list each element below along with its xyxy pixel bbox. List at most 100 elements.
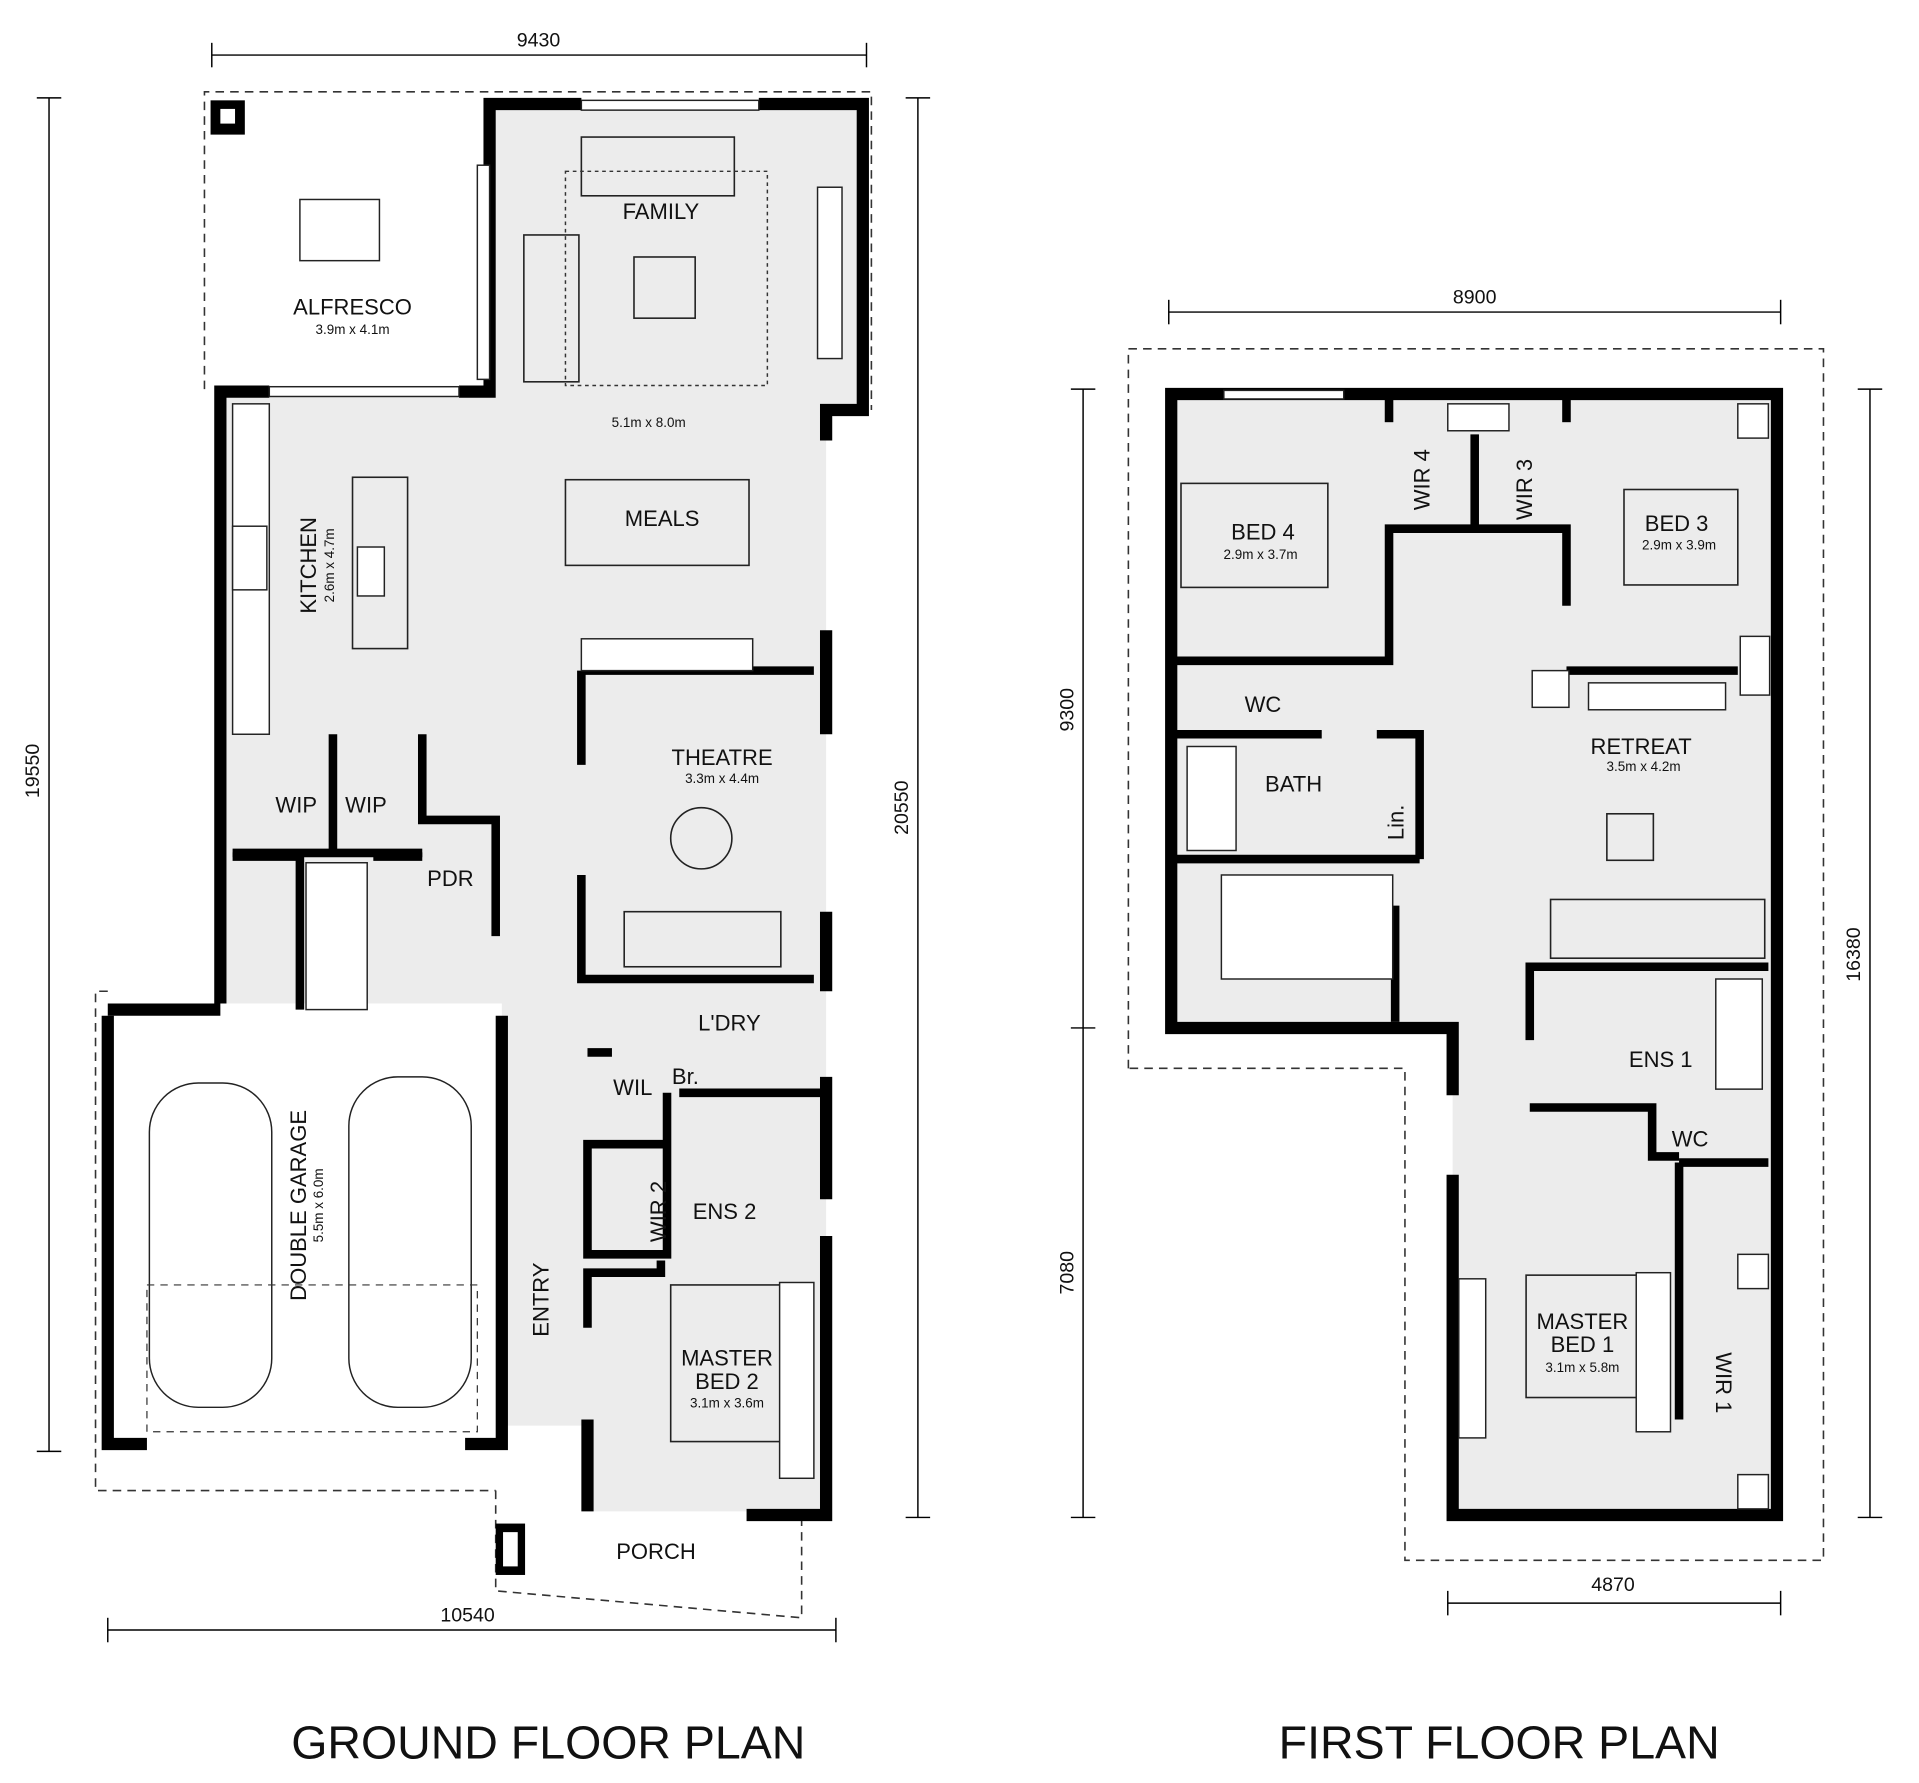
wall <box>583 1092 672 1259</box>
roof-outline <box>1127 347 1825 1562</box>
sliding-door <box>268 385 460 398</box>
alfresco-table <box>299 198 381 262</box>
porch-pillar-core <box>503 1532 518 1567</box>
room-size-garage: 5.5m x 6.0m <box>311 1168 326 1242</box>
wall <box>465 1015 508 1451</box>
room-label-wc: WC <box>1245 692 1282 717</box>
room-label-ens1: ENS 1 <box>1629 1047 1693 1072</box>
room-label-bath: BATH <box>1265 772 1322 797</box>
sliding-door <box>476 164 491 381</box>
room-label-entry: ENTRY <box>528 1262 553 1337</box>
room-label-retreat: RETREAT <box>1591 734 1692 759</box>
room-label-master-bed-2b: BED 2 <box>695 1369 759 1394</box>
rug <box>564 170 769 387</box>
bed <box>669 1284 788 1443</box>
dimension-label: 16380 <box>1843 927 1865 982</box>
dimension-left: 19550 <box>22 97 62 1453</box>
outer-wall <box>1165 387 1784 1522</box>
stairs <box>305 862 368 1011</box>
room-size-alfresco: 3.9m x 4.1m <box>316 322 390 337</box>
duct <box>1531 669 1570 709</box>
room-label-ens2: ENS 2 <box>693 1199 757 1224</box>
bedhead <box>1635 1271 1672 1433</box>
family-sofa-side <box>523 234 580 383</box>
room-size-family: 5.1m x 8.0m <box>612 415 686 430</box>
room-label-alfresco: ALFRESCO <box>293 295 412 320</box>
wall <box>417 734 500 937</box>
retreat-sofa <box>1549 898 1766 959</box>
dimension-label: 20550 <box>891 780 913 835</box>
wall <box>758 97 869 441</box>
room-label-master-bed-2: MASTER <box>681 1346 773 1371</box>
dimension-label: 9430 <box>517 30 561 52</box>
room-label-meals: MEALS <box>625 506 700 531</box>
dimension-left: 9300 7080 <box>1056 388 1096 1519</box>
garage-roof-outline <box>94 990 496 1492</box>
room-label-linen: Lin. <box>1384 805 1409 841</box>
wall <box>577 874 814 984</box>
room-label-wir1: WIR 1 <box>1711 1352 1736 1413</box>
bed <box>1623 488 1739 586</box>
dining-table <box>564 478 750 567</box>
room-label-garage: DOUBLE GARAGE <box>286 1110 311 1301</box>
room-label-theatre: THEATRE <box>672 745 773 770</box>
dimension-label: 4870 <box>1591 1574 1635 1596</box>
family-sofa <box>580 136 736 197</box>
garage-door-swing <box>146 1284 478 1433</box>
wall <box>1171 524 1571 666</box>
room-label-master-bed-1: MASTER <box>1537 1309 1629 1334</box>
bathtub <box>1186 745 1237 852</box>
room-label-bed3: BED 3 <box>1645 511 1709 536</box>
cooktop <box>231 525 268 591</box>
duct <box>1737 403 1770 439</box>
bathtub <box>1715 978 1764 1090</box>
window <box>1458 1278 1487 1439</box>
dimension-bottom: 10540 <box>107 1604 837 1643</box>
dimension-label: 9300 <box>1056 688 1078 732</box>
dimension-top: 8900 <box>1168 286 1782 325</box>
wall <box>746 1235 833 1522</box>
room-label-wip-2: WIP <box>345 793 387 818</box>
alfresco-roof-outline <box>203 90 873 410</box>
bench <box>580 638 754 672</box>
duct <box>1447 403 1510 432</box>
dimension-label: 19550 <box>22 744 44 799</box>
dimension-label: 10540 <box>440 1604 495 1626</box>
stairs <box>1220 874 1394 980</box>
room-label-family: FAMILY <box>623 199 700 224</box>
theatre-ottoman <box>669 806 733 870</box>
room-size-retreat: 3.5m x 4.2m <box>1607 759 1681 774</box>
room-label-wir2: WIR 2 <box>646 1181 671 1242</box>
first-floor-title: FIRST FLOOR PLAN <box>1279 1717 1720 1769</box>
wall <box>214 385 270 1004</box>
wall <box>583 1260 666 1328</box>
room-label-master-bed-1b: BED 1 <box>1551 1332 1615 1357</box>
room-size-theatre: 3.3m x 4.4m <box>685 771 759 786</box>
coffee-table <box>1606 812 1655 862</box>
bedhead <box>778 1281 815 1480</box>
dimension-right: 16380 <box>1843 388 1883 1519</box>
room-label-kitchen: KITCHEN <box>296 517 321 614</box>
desk <box>1587 682 1727 711</box>
wall <box>1376 729 1424 860</box>
room-label-wil: WIL <box>613 1075 652 1100</box>
first-floor-plan: BED 4 2.9m x 3.7m WIR 4 WIR 3 BED 3 2.9m… <box>1056 286 1883 1769</box>
bed <box>1525 1274 1640 1399</box>
dimension-top: 9430 <box>211 30 868 68</box>
window <box>580 99 760 111</box>
ground-floor-area <box>220 104 863 1512</box>
room-label-wip: WIP <box>275 793 317 818</box>
room-label-wc-ensuite: WC <box>1672 1127 1709 1152</box>
ground-floor-plan: ALFRESCO 3.9m x 4.1m FAMILY 5.1m x 8.0m … <box>22 30 931 1769</box>
duct <box>1737 1253 1770 1290</box>
car-right <box>348 1076 472 1409</box>
sink <box>356 546 386 597</box>
tv-unit <box>816 186 843 360</box>
wall <box>1525 962 1769 1041</box>
room-label-wir4: WIR 4 <box>1409 449 1434 510</box>
room-size-kitchen: 2.6m x 4.7m <box>322 528 337 602</box>
dimension-right: 20550 <box>891 97 931 1519</box>
car-left <box>148 1082 273 1409</box>
window <box>1223 389 1345 400</box>
